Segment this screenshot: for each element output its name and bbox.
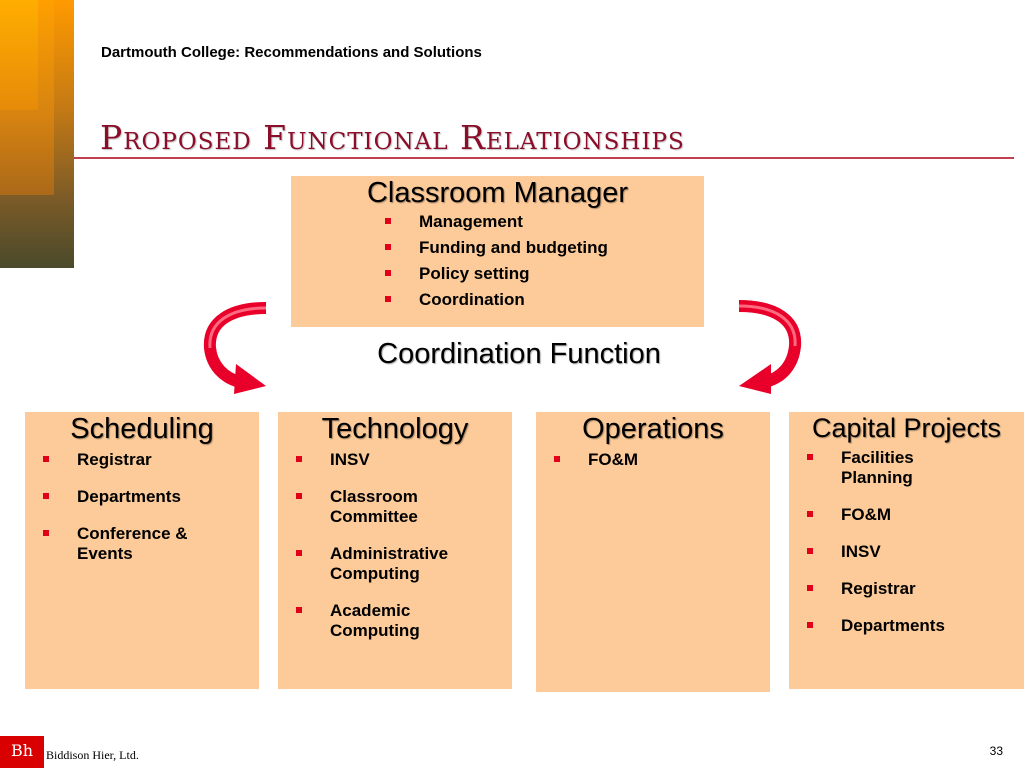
bullet-list: FO&M: [554, 450, 770, 470]
list-item: Departments: [807, 616, 1024, 636]
list-item: Registrar: [807, 579, 1024, 599]
box-heading: Operations: [582, 413, 724, 445]
capital-projects-box: Capital Projects Facilities Planning FO&…: [789, 412, 1024, 689]
curved-arrow-right-icon: [738, 300, 802, 394]
list-item: Policy setting: [385, 264, 704, 284]
bullet-icon: [385, 244, 391, 250]
bullet-icon: [807, 585, 813, 591]
technology-box: Technology INSV Classroom Committee Admi…: [278, 412, 512, 689]
decorative-bar: [0, 0, 38, 110]
bullet-icon: [807, 548, 813, 554]
classroom-manager-box: Classroom Manager Management Funding and…: [291, 176, 704, 327]
bullet-list: INSV Classroom Committee Administrative …: [296, 450, 512, 641]
bullet-icon: [296, 456, 302, 462]
list-item: Management: [385, 212, 704, 232]
list-item: Classroom Committee: [296, 487, 450, 527]
slide-title: Proposed Functional Relationships: [100, 118, 685, 157]
list-item: FO&M: [807, 505, 1024, 525]
box-heading: Capital Projects: [811, 413, 1002, 443]
bullet-list: Registrar Departments Conference & Event…: [43, 450, 259, 564]
list-item: FO&M: [554, 450, 770, 470]
curved-arrow-left-icon: [203, 302, 267, 394]
bullet-list: Facilities Planning FO&M INSV Registrar …: [807, 448, 1024, 636]
bullet-icon: [385, 218, 391, 224]
title-divider: [74, 157, 1014, 159]
list-item: INSV: [296, 450, 512, 470]
box-heading: Scheduling: [70, 413, 214, 445]
bullet-icon: [296, 493, 302, 499]
bullet-icon: [43, 530, 49, 536]
page-number: 33: [989, 744, 1003, 758]
list-item: Academic Computing: [296, 601, 450, 641]
operations-box: Operations FO&M: [536, 412, 770, 692]
bullet-icon: [296, 550, 302, 556]
list-item: Registrar: [43, 450, 259, 470]
bullet-icon: [807, 511, 813, 517]
bullet-list: Management Funding and budgeting Policy …: [385, 212, 704, 310]
list-item: Funding and budgeting: [385, 238, 704, 258]
list-item: Administrative Computing: [296, 544, 480, 584]
box-heading: Classroom Manager: [366, 177, 629, 209]
bullet-icon: [43, 493, 49, 499]
list-item: Coordination: [385, 290, 704, 310]
list-item: Conference & Events: [43, 524, 217, 564]
company-name: Biddison Hier, Ltd.: [46, 748, 139, 762]
company-logo: Bh: [0, 736, 44, 768]
bullet-icon: [807, 454, 813, 460]
list-item: Facilities Planning: [807, 448, 941, 488]
list-item: Departments: [43, 487, 259, 507]
bullet-icon: [296, 607, 302, 613]
list-item: INSV: [807, 542, 1024, 562]
box-heading: Technology: [321, 413, 469, 445]
scheduling-box: Scheduling Registrar Departments Confere…: [25, 412, 259, 689]
bullet-icon: [43, 456, 49, 462]
bullet-icon: [554, 456, 560, 462]
bullet-icon: [385, 296, 391, 302]
bullet-icon: [385, 270, 391, 276]
bullet-icon: [807, 622, 813, 628]
slide-subtitle: Dartmouth College: Recommendations and S…: [101, 44, 482, 61]
coordination-function-label: Coordination Function: [377, 338, 661, 370]
